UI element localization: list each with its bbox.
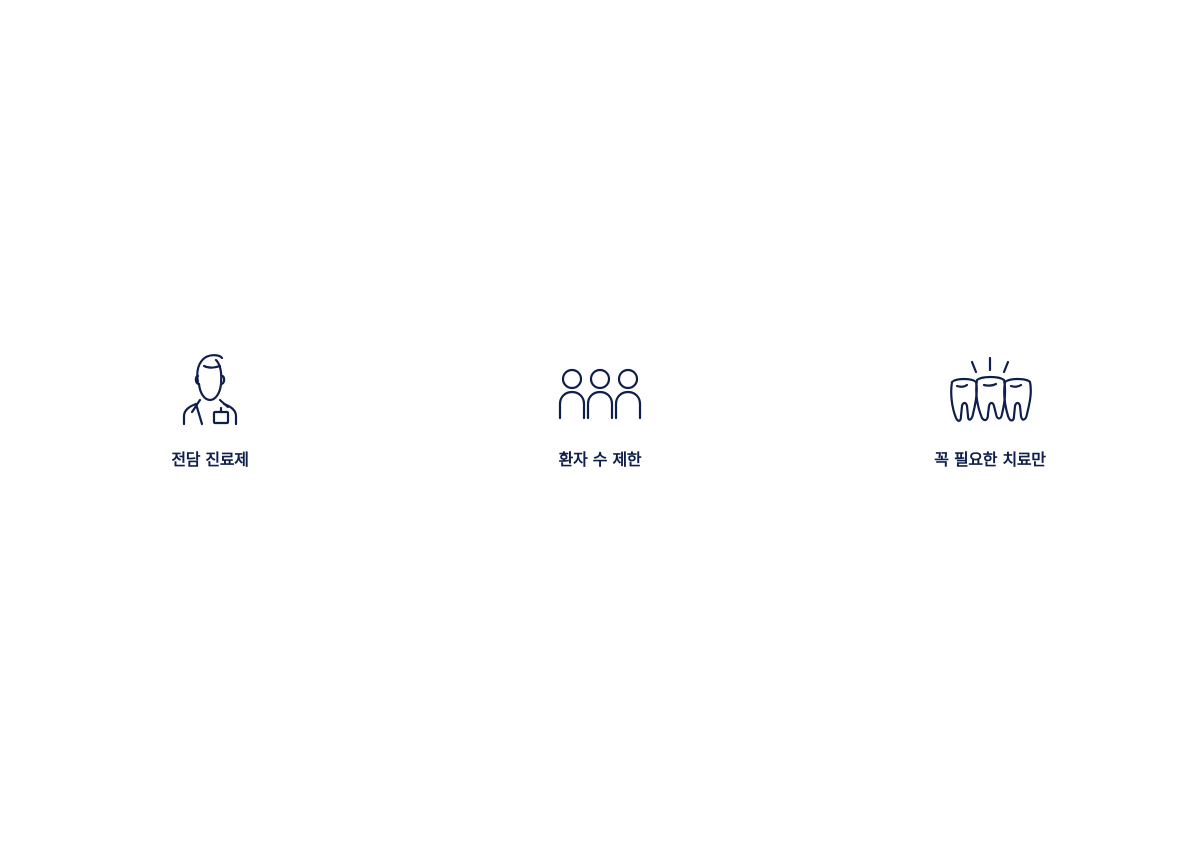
feature-necessary-treatment: 꼭 필요한 치료만 [870, 352, 1110, 470]
patients-group-icon [480, 352, 720, 426]
feature-label: 꼭 필요한 치료만 [934, 450, 1046, 469]
teeth-icon [870, 352, 1110, 426]
feature-patient-limit: 환자 수 제한 [480, 352, 720, 470]
feature-dedicated-care: 전담 진료제 [90, 352, 330, 470]
doctor-icon [90, 352, 330, 426]
feature-label: 환자 수 제한 [558, 450, 642, 469]
feature-label: 전담 진료제 [171, 450, 249, 469]
feature-list: 전담 진료제 환자 수 제한 [0, 352, 1200, 482]
